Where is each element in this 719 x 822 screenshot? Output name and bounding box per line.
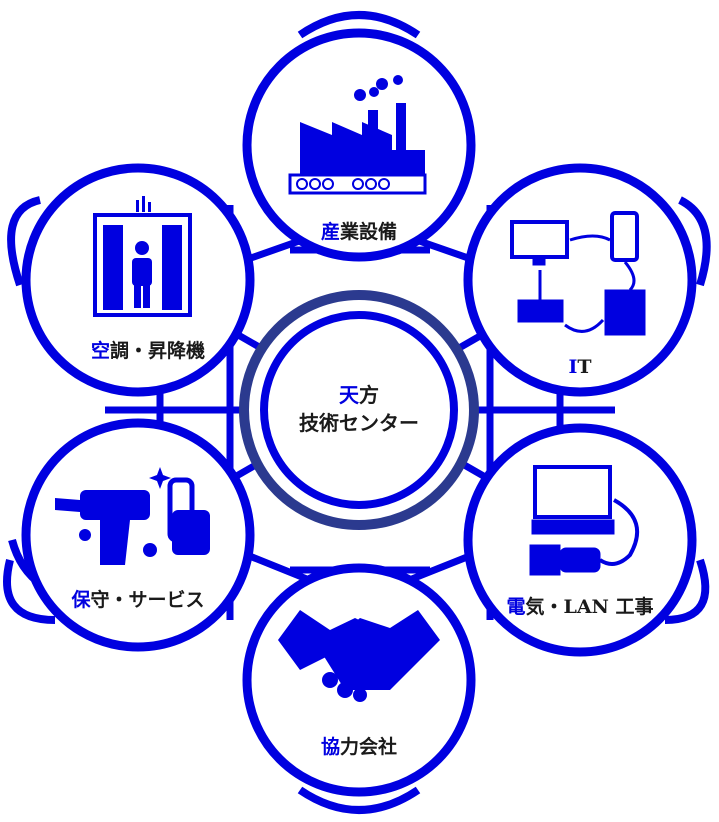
node-it: IT xyxy=(463,163,697,397)
label-rest: 調・昇降機 xyxy=(110,339,205,362)
label-accent: 産 xyxy=(321,220,340,243)
label-accent: 電 xyxy=(506,596,525,618)
label-rest: 気・LAN 工事 xyxy=(525,595,653,618)
label-accent: 協 xyxy=(321,736,340,758)
label-rest: T xyxy=(577,356,591,378)
center-subtitle: 技術センター xyxy=(299,411,419,435)
label-rest: 力会社 xyxy=(340,735,397,758)
elevator-icon xyxy=(93,196,192,317)
svg-text:天方: 天方 xyxy=(339,383,379,407)
label-accent: I xyxy=(568,356,577,378)
center-title-accent: 天 xyxy=(339,383,360,407)
factory-icon xyxy=(288,75,427,195)
center-inner-ring xyxy=(260,311,458,509)
svg-text:空調・昇降機: 空調・昇降機 xyxy=(91,339,205,362)
handshake-icon xyxy=(278,610,440,702)
node-hvac: 空調・昇降機 xyxy=(21,163,255,397)
label-accent: 保 xyxy=(70,588,91,611)
node-industrial: 産業設備 xyxy=(242,28,476,262)
node-partners: 協力会社 xyxy=(242,563,476,797)
node-maintenance: 保守・サービス xyxy=(21,418,255,652)
computer-network-icon xyxy=(510,211,646,336)
svg-text:IT: IT xyxy=(568,356,591,378)
computer-plug-icon xyxy=(529,465,640,576)
label-rest: 業設備 xyxy=(339,220,397,243)
drill-wrench-icon xyxy=(55,467,210,565)
label-rest: 守・サービス xyxy=(91,588,205,611)
svg-text:協力会社: 協力会社 xyxy=(321,735,397,758)
svg-text:産業設備: 産業設備 xyxy=(321,220,397,243)
svg-text:保守・サービス: 保守・サービス xyxy=(70,588,204,611)
label-accent: 空 xyxy=(91,339,110,362)
svg-text:電気・LAN 工事: 電気・LAN 工事 xyxy=(506,595,653,618)
center-title-rest: 方 xyxy=(359,383,379,407)
center-hub: 天方 技術センター xyxy=(239,290,479,530)
node-electrical: 電気・LAN 工事 xyxy=(463,423,697,657)
